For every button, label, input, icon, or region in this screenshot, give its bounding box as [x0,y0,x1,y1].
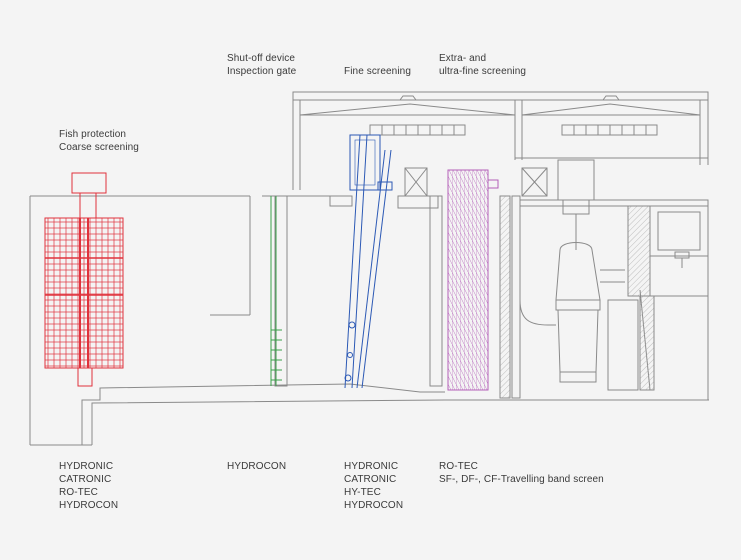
label-extra-fine-screening: Extra- and ultra-fine screening [439,52,526,78]
product-name: SF-, DF-, CF-Travelling band screen [439,474,604,485]
product-name: HY-TEC [344,487,381,498]
product-name: CATRONIC [344,474,397,485]
label-line: Coarse screening [59,142,139,153]
product-name: HYDROCON [227,461,287,472]
fine-screen-housing [404,167,428,197]
fine-screen-blue [344,134,393,389]
label-line: Inspection gate [227,66,297,77]
product-name: RO-TEC [439,461,478,472]
label-line: Fine screening [344,66,411,77]
label-line: Extra- and [439,53,487,64]
coarse-screen-red [44,172,124,387]
products-fine-screening: HYDRONIC CATRONIC HY-TEC HYDROCON [344,460,403,512]
channel-structure [29,195,709,446]
label-fine-screening: Fine screening [344,65,411,78]
products-shutoff: HYDROCON [227,460,286,473]
product-name: HYDRONIC [59,461,114,472]
label-line: Fish protection [59,129,127,140]
building-roof [292,91,709,190]
band-screen-purple [447,169,499,391]
pump-station [499,157,709,400]
inspection-gate-green [270,196,282,386]
label-line: ultra-fine screening [439,66,527,77]
products-fish-protection: HYDRONIC CATRONIC RO-TEC HYDROCON [59,460,118,512]
label-fish-protection: Fish protection Coarse screening [59,128,139,154]
product-name: CATRONIC [59,474,112,485]
label-line: Shut-off device [227,53,296,64]
product-name: RO-TEC [59,487,98,498]
products-extra-fine: RO-TEC SF-, DF-, CF-Travelling band scre… [439,460,604,486]
product-name: HYDRONIC [344,461,399,472]
product-name: HYDROCON [59,500,119,511]
product-name: HYDROCON [344,500,404,511]
label-shutoff-device: Shut-off device Inspection gate [227,52,296,78]
